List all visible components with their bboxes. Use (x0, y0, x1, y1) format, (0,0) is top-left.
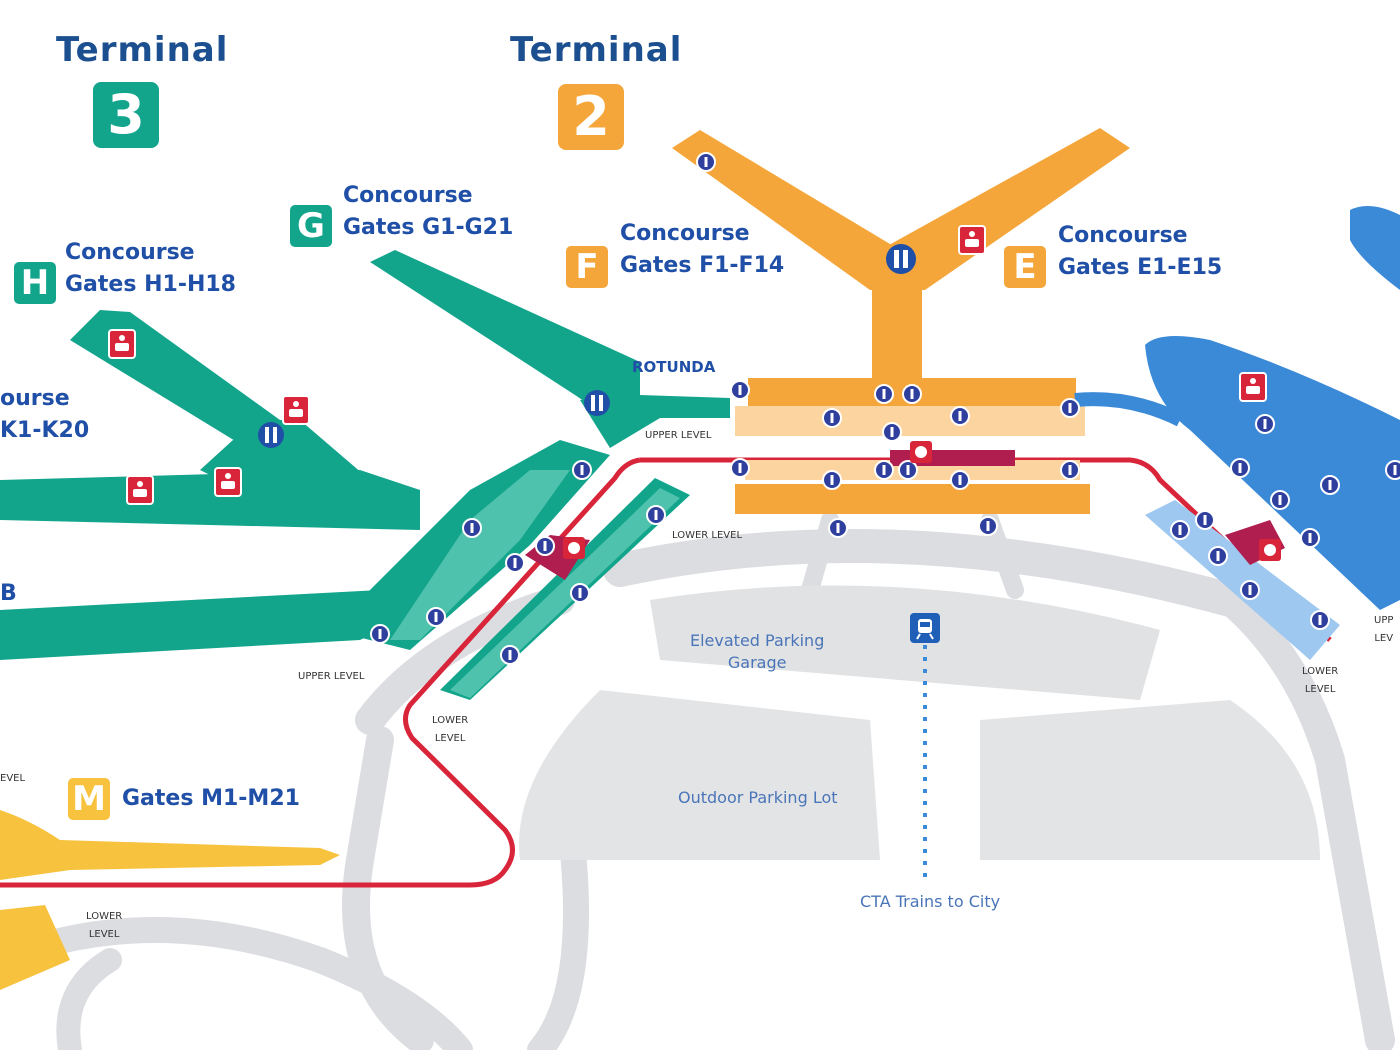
terminal-3-lower-level-label: LOWER LEVEL (432, 715, 469, 744)
info-icon (1195, 510, 1215, 530)
concourse-h-line1: Concourse (65, 240, 195, 265)
terminal-2-title: Terminal (510, 30, 683, 70)
info-icon (978, 516, 998, 536)
restroom-icon (282, 395, 310, 425)
terminal-1-lower-level (1145, 500, 1340, 660)
restroom-markers (108, 225, 1267, 505)
info-icon (898, 460, 918, 480)
concourse-e-line2: Gates E1-E15 (1058, 255, 1223, 280)
restroom-icon (958, 225, 986, 255)
security-checkpoint-icon (910, 441, 932, 463)
concourse-f-line2: Gates F1-F14 (620, 253, 785, 278)
terminal-1-upper-level-label: UPP LEV (1374, 615, 1394, 644)
concourse-h-badge: H (14, 262, 56, 304)
restroom-icon (214, 467, 242, 497)
info-icon (572, 460, 592, 480)
terminal-1-building (1074, 206, 1400, 610)
info-icon (426, 607, 446, 627)
concourse-g-label: Concourse Gates G1-G21 (343, 180, 513, 244)
info-icon (1208, 546, 1228, 566)
train-icon (910, 613, 940, 643)
info-icon (828, 518, 848, 538)
info-icon (882, 422, 902, 442)
terminal-3-building (0, 250, 730, 700)
concourse-e-label: Concourse Gates E1-E15 (1058, 220, 1222, 284)
info-icon (874, 384, 894, 404)
outdoor-parking-label: Outdoor Parking Lot (678, 788, 838, 807)
info-icon (902, 384, 922, 404)
security-checkpoint-icon (563, 537, 585, 559)
concourse-f-line1: Concourse (620, 221, 750, 246)
concourse-e-line1: Concourse (1058, 223, 1188, 248)
concourse-g-line2: Gates G1-G21 (343, 215, 514, 240)
info-icon (1270, 490, 1290, 510)
info-icon (1240, 580, 1260, 600)
restroom-icon (108, 329, 136, 359)
gates-m-level-label: EVEL (0, 773, 26, 784)
gates-m-lower-level-label: LOWER LEVEL (86, 911, 123, 940)
terminal-2-lower-level-label: LOWER LEVEL (672, 530, 743, 541)
cta-trains-label: CTA Trains to City (860, 892, 1001, 911)
info-icon (500, 645, 520, 665)
elevated-parking-label: Elevated Parking Garage (690, 631, 825, 672)
info-icon (1310, 610, 1330, 630)
concourse-h-line2: Gates H1-H18 (65, 272, 236, 297)
info-icon (874, 460, 894, 480)
concourse-e-badge: E (1004, 246, 1046, 288)
terminal-2-number-badge: 2 (558, 84, 624, 150)
outdoor-parking-lot-east (980, 700, 1320, 860)
info-icon (696, 152, 716, 172)
info-icon (730, 380, 750, 400)
info-icon (1170, 520, 1190, 540)
terminal-3-number-badge: 3 (93, 82, 159, 148)
info-icon (505, 553, 525, 573)
info-icon (1320, 475, 1340, 495)
info-icon (1060, 398, 1080, 418)
terminal-1-lower-level-label: LOWER LEVEL (1302, 666, 1339, 695)
concourse-g-line1: Concourse (343, 183, 473, 208)
atc-train-line (0, 457, 1332, 888)
outdoor-parking-lot-west (519, 690, 880, 860)
info-icon (370, 624, 390, 644)
concourse-g-badge: G (290, 205, 332, 247)
concourse-k-line1: ourse (0, 386, 70, 411)
concourse-f-label: Concourse Gates F1-F14 (620, 218, 784, 282)
info-icon (730, 458, 750, 478)
elevator-icon (584, 390, 610, 416)
info-icon (950, 470, 970, 490)
concourse-h-label: Concourse Gates H1-H18 (65, 237, 236, 301)
info-icon (535, 536, 555, 556)
info-icon (462, 518, 482, 538)
concourse-k-line2: K1-K20 (0, 418, 90, 443)
restroom-icon (1239, 372, 1267, 402)
info-icon (570, 583, 590, 603)
info-icon (1230, 458, 1250, 478)
concourse-k-label: ourse K1-K20 (0, 383, 89, 447)
elevator-icon (886, 244, 916, 274)
info-icon (822, 470, 842, 490)
restroom-icon (126, 475, 154, 505)
concourse-l-partial-label: B (0, 581, 17, 606)
terminal-2-upper-level-label: UPPER LEVEL (645, 430, 712, 441)
info-icon (822, 408, 842, 428)
security-checkpoint-icon (1259, 539, 1281, 561)
terminal-3-title: Terminal (56, 30, 229, 70)
rotunda-label: ROTUNDA (632, 358, 716, 376)
gates-m-building (0, 810, 340, 990)
gates-m-label: Gates M1-M21 (122, 786, 300, 811)
info-icon (1385, 460, 1400, 480)
info-icon (950, 406, 970, 426)
info-icon (1060, 460, 1080, 480)
elevated-parking-garage (650, 585, 1160, 700)
gates-m-badge: M (68, 778, 110, 820)
info-markers (370, 152, 1400, 665)
info-icon (1300, 528, 1320, 548)
info-icon (646, 505, 666, 525)
concourse-f-badge: F (566, 246, 608, 288)
info-icon (1255, 414, 1275, 434)
terminal-3-upper-level-label: UPPER LEVEL (298, 671, 365, 682)
elevator-icon (258, 422, 284, 448)
